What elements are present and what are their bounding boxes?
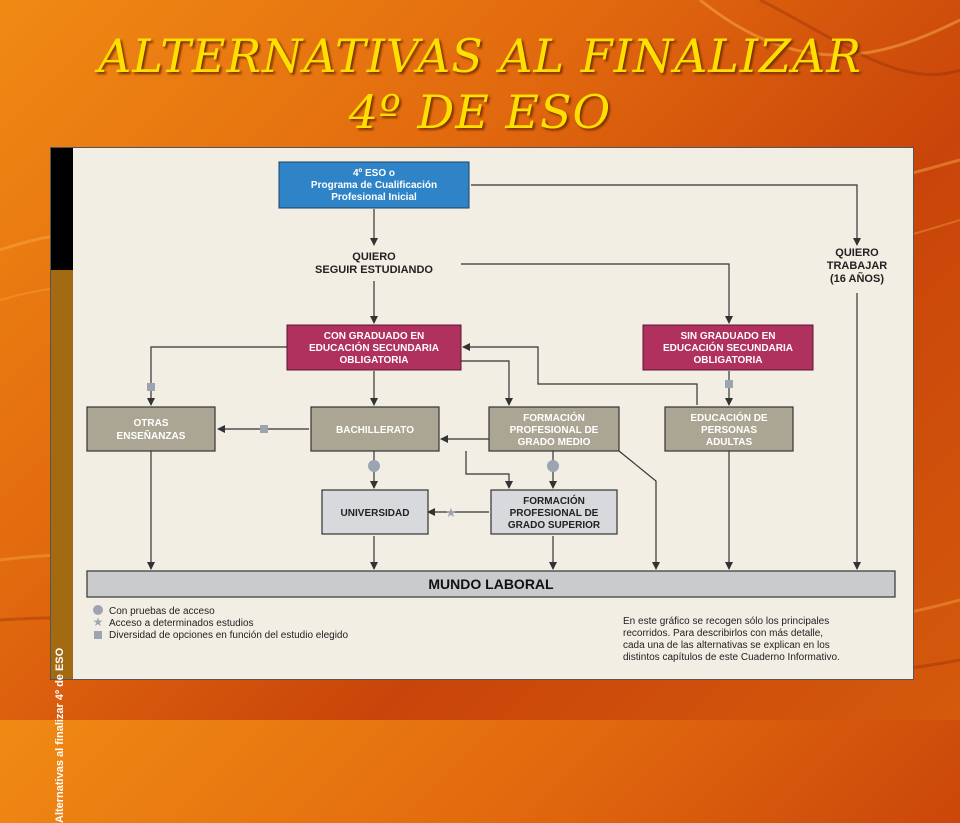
svg-text:ENSEÑANZAS: ENSEÑANZAS: [117, 429, 186, 442]
svg-text:FORMACIÓN: FORMACIÓN: [523, 494, 585, 507]
box-educacion-adultos: EDUCACIÓN DE PERSONAS ADULTAS: [664, 406, 794, 452]
box-bachillerato: BACHILLERATO: [310, 406, 440, 452]
box-fp-grado-superior: FORMACIÓN PROFESIONAL DE GRADO SUPERIOR: [490, 489, 618, 535]
title-line-2: 4º DE ESO: [348, 85, 612, 139]
square-marker-icon: [260, 425, 268, 433]
svg-text:PERSONAS: PERSONAS: [701, 425, 757, 436]
legend: Con pruebas de acceso ★ Acceso a determi…: [93, 605, 348, 641]
svg-text:QUIERO: QUIERO: [352, 251, 396, 263]
svg-text:recorridos. Para describirlos: recorridos. Para describirlos con más de…: [623, 628, 823, 639]
box-mundo-laboral: MUNDO LABORAL: [86, 570, 896, 598]
svg-text:distintos capítulos de este Cu: distintos capítulos de este Cuaderno Inf…: [623, 652, 840, 663]
svg-text:SIN GRADUADO EN: SIN GRADUADO EN: [680, 331, 775, 342]
svg-text:GRADO SUPERIOR: GRADO SUPERIOR: [508, 520, 601, 531]
title-line-1: ALTERNATIVAS AL FINALIZAR: [98, 29, 862, 83]
star-marker-icon: ★: [445, 505, 457, 520]
star-legend-icon: ★: [93, 615, 104, 629]
square-marker-icon: [147, 383, 155, 391]
side-bar: Alternativas al finalizar 4º de ESO: [51, 148, 73, 823]
flow-diagram: ★ 4º ESO o Programa de Cualificación Pro…: [86, 161, 896, 663]
svg-text:En este gráfico se recogen sól: En este gráfico se recogen sólo los prin…: [623, 616, 829, 627]
svg-text:EDUCACIÓN DE: EDUCACIÓN DE: [690, 411, 768, 424]
box-start-line: Programa de Cualificación: [311, 180, 437, 191]
box-start-line: 4º ESO o: [353, 168, 395, 179]
svg-text:OTRAS: OTRAS: [134, 418, 169, 429]
circle-marker-icon: [368, 460, 380, 472]
box-fp-grado-medio: FORMACIÓN PROFESIONAL DE GRADO MEDIO: [488, 406, 620, 452]
legend-item: Diversidad de opciones en función del es…: [109, 630, 348, 641]
side-bar-top: [51, 148, 73, 270]
label-quiero-seguir: QUIERO SEGUIR ESTUDIANDO: [315, 251, 433, 276]
svg-text:EDUCACIÓN SECUNDARIA: EDUCACIÓN SECUNDARIA: [663, 341, 793, 354]
circle-marker-icon: [547, 460, 559, 472]
note: En este gráfico se recogen sólo los prin…: [623, 616, 840, 663]
svg-text:UNIVERSIDAD: UNIVERSIDAD: [341, 508, 410, 519]
label-quiero-trabajar: QUIERO TRABAJAR (16 AÑOS): [827, 247, 888, 285]
svg-text:(16 AÑOS): (16 AÑOS): [830, 272, 884, 285]
box-otras-ensenanzas: OTRAS ENSEÑANZAS: [86, 406, 216, 452]
svg-text:SEGUIR ESTUDIANDO: SEGUIR ESTUDIANDO: [315, 264, 433, 276]
svg-text:BACHILLERATO: BACHILLERATO: [336, 425, 414, 436]
slide-title: ALTERNATIVAS AL FINALIZAR 4º DE ESO: [0, 28, 960, 140]
legend-item: Acceso a determinados estudios: [109, 618, 254, 629]
square-legend-icon: [94, 631, 102, 639]
connector-symbols: ★: [147, 380, 733, 520]
legend-item: Con pruebas de acceso: [109, 606, 215, 617]
svg-text:OBLIGATORIA: OBLIGATORIA: [693, 355, 762, 366]
svg-text:PROFESIONAL DE: PROFESIONAL DE: [510, 425, 599, 436]
box-start: 4º ESO o Programa de Cualificación Profe…: [278, 161, 470, 209]
diagram-panel: Alternativas al finalizar 4º de ESO: [50, 147, 914, 823]
svg-text:FORMACIÓN: FORMACIÓN: [523, 411, 585, 424]
svg-text:MUNDO LABORAL: MUNDO LABORAL: [428, 576, 554, 592]
box-universidad: UNIVERSIDAD: [321, 489, 429, 535]
box-start-line: Profesional Inicial: [331, 192, 417, 203]
connectors: [147, 184, 861, 570]
svg-text:cada una de las alternativas s: cada una de las alternativas se explican…: [623, 640, 830, 651]
box-sin-graduado: SIN GRADUADO EN EDUCACIÓN SECUNDARIA OBL…: [642, 324, 814, 371]
svg-text:PROFESIONAL DE: PROFESIONAL DE: [510, 508, 599, 519]
svg-text:QUIERO: QUIERO: [835, 247, 879, 259]
svg-text:OBLIGATORIA: OBLIGATORIA: [339, 355, 408, 366]
svg-text:ADULTAS: ADULTAS: [706, 437, 753, 448]
svg-text:TRABAJAR: TRABAJAR: [827, 260, 888, 272]
circle-legend-icon: [93, 605, 103, 615]
svg-text:CON GRADUADO EN: CON GRADUADO EN: [324, 331, 425, 342]
square-marker-icon: [725, 380, 733, 388]
svg-text:EDUCACIÓN SECUNDARIA: EDUCACIÓN SECUNDARIA: [309, 341, 439, 354]
svg-text:GRADO MEDIO: GRADO MEDIO: [518, 437, 591, 448]
box-con-graduado: CON GRADUADO EN EDUCACIÓN SECUNDARIA OBL…: [286, 324, 462, 371]
